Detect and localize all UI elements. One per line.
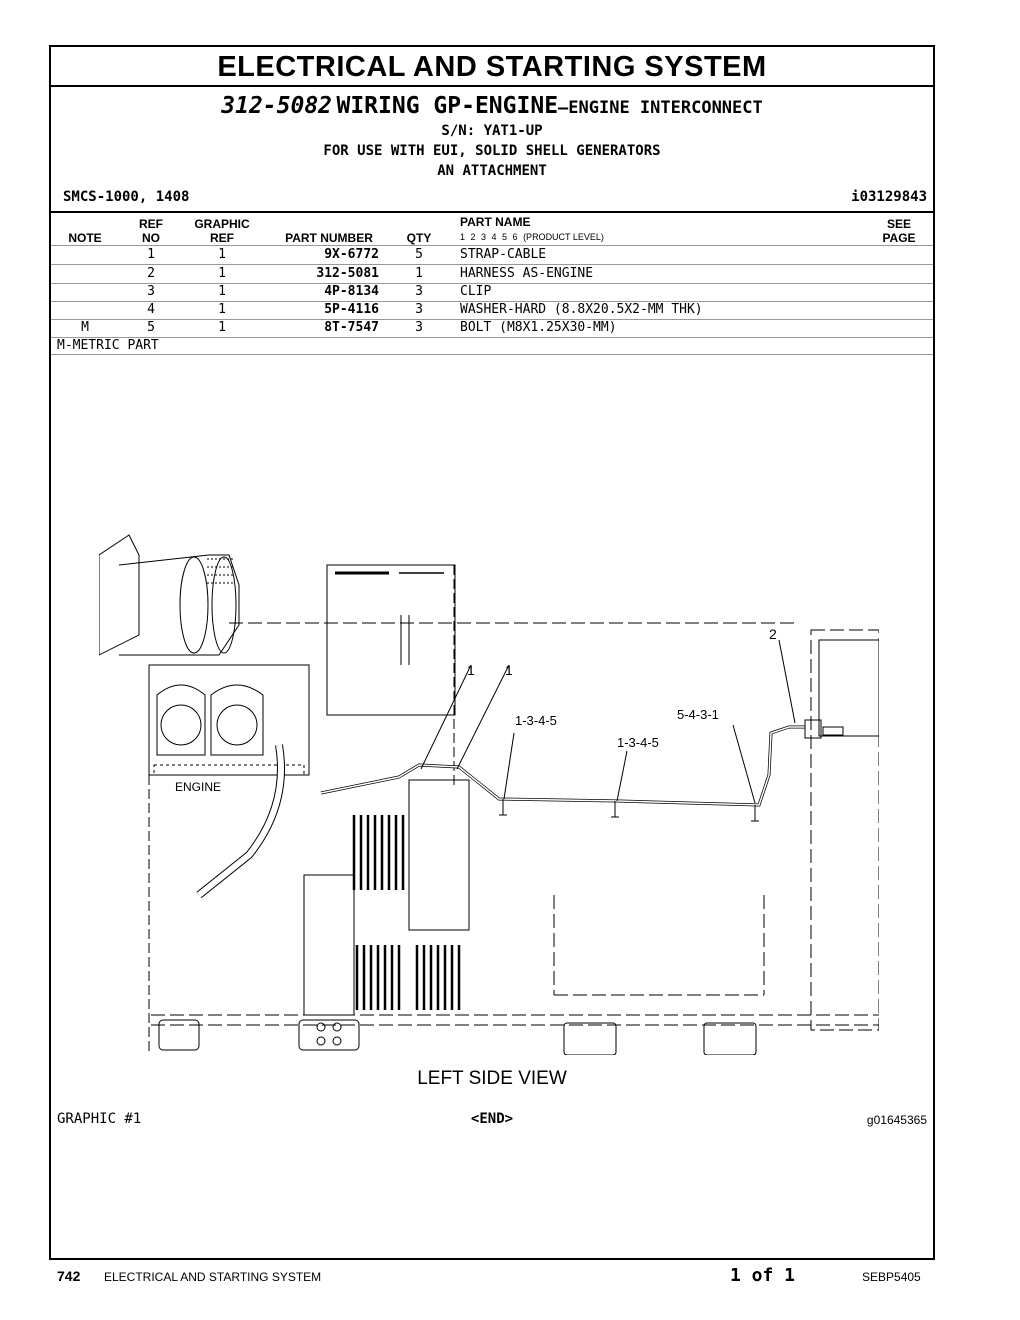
wiring-diagram: 1 1 2 1-3-4-5 1-3-4-5 5-4-3-1 ENGINE [99, 534, 879, 1055]
col-header-see-page-bottom: PAGE [882, 231, 916, 245]
smcs-code: SMCS-1000, 1408 [63, 189, 190, 205]
callout-harness: 2 [769, 626, 777, 642]
col-header-see-page-top: SEE [886, 217, 911, 231]
row-divider [51, 245, 933, 246]
row5-part-name: BOLT (M8X1.25X30-MM) [460, 320, 617, 335]
row2-part-name: HARNESS AS-ENGINE [460, 266, 594, 281]
metric-footnote: M-METRIC PART [57, 338, 159, 353]
product-level-header: 1 2 3 4 5 6 (PRODUCT LEVEL) [460, 232, 604, 242]
col-header-graphic-ref-bottom: REF [210, 231, 234, 245]
row5-part-number[interactable]: 8T-7547 [324, 320, 379, 335]
col-header-part-number: PART NUMBER [285, 231, 373, 245]
col-header-note: NOTE [68, 231, 102, 245]
group-heading: 312-5082 WIRING GP-ENGINE—ENGINE INTERCO… [51, 93, 933, 119]
row5-ref-no: 5 [147, 320, 155, 335]
row5-qty: 3 [415, 320, 423, 335]
row2-part-number[interactable]: 312-5081 [316, 266, 379, 281]
callout-clip-b: 1-3-4-5 [617, 735, 659, 750]
group-part-number: 312-5082 [221, 93, 333, 119]
row1-qty: 5 [415, 247, 423, 262]
row3-graphic-ref: 1 [218, 284, 226, 299]
col-header-part-name: PART NAME [460, 215, 531, 229]
title-divider [51, 85, 933, 87]
row4-qty: 3 [415, 302, 423, 317]
end-marker: <END> [470, 1111, 514, 1127]
callout-clip-c: 5-4-3-1 [677, 707, 719, 722]
group-suffix: —ENGINE INTERCONNECT [558, 98, 763, 118]
footer-page-count: 1 of 1 [730, 1265, 796, 1286]
graphic-id: g01645365 [866, 1113, 927, 1127]
product-level-numbers: 1 2 3 4 5 6 [460, 232, 518, 242]
row2-graphic-ref: 1 [218, 266, 226, 281]
engine-label: ENGINE [175, 780, 221, 794]
section-title: ELECTRICAL AND STARTING SYSTEM [217, 51, 767, 83]
product-level-label: (PRODUCT LEVEL) [523, 232, 604, 242]
row-divider [51, 354, 933, 355]
footer-section: ELECTRICAL AND STARTING SYSTEM [104, 1270, 322, 1284]
serial-range: S/N: YAT1-UP [441, 123, 543, 139]
row1-part-number[interactable]: 9X-6772 [324, 247, 379, 262]
row4-part-name: WASHER-HARD (8.8X20.5X2-MM THK) [460, 302, 703, 317]
row-divider [51, 301, 933, 302]
row4-graphic-ref: 1 [218, 302, 226, 317]
group-name: WIRING GP-ENGINE [336, 93, 559, 119]
page-frame: ELECTRICAL AND STARTING SYSTEM 312-5082 … [49, 45, 935, 1260]
row5-note: M [81, 320, 89, 335]
row3-part-number[interactable]: 4P-8134 [324, 284, 379, 299]
row1-graphic-ref: 1 [218, 247, 226, 262]
col-header-graphic-ref-top: GRAPHIC [194, 217, 250, 231]
graphic-number: GRAPHIC #1 [57, 1111, 142, 1127]
callout-clip-a: 1-3-4-5 [515, 713, 557, 728]
attachment-note: AN ATTACHMENT [437, 163, 547, 179]
row-divider [51, 283, 933, 284]
row3-qty: 3 [415, 284, 423, 299]
row1-ref-no: 1 [147, 247, 155, 262]
row5-graphic-ref: 1 [218, 320, 226, 335]
row3-part-name: CLIP [460, 284, 492, 299]
view-label: LEFT SIDE VIEW [417, 1068, 567, 1089]
row1-part-name: STRAP-CABLE [460, 247, 547, 262]
callout-strap-cable-b: 1 [505, 662, 513, 678]
row4-part-number[interactable]: 5P-4116 [324, 302, 379, 317]
footer-document: SEBP5405 [862, 1270, 921, 1284]
col-header-qty: QTY [406, 231, 432, 245]
callout-strap-cable-a: 1 [467, 662, 475, 678]
col-header-ref-no-top: REF [139, 217, 163, 231]
header-divider [51, 211, 933, 213]
row2-ref-no: 2 [147, 266, 155, 281]
usage-note: FOR USE WITH EUI, SOLID SHELL GENERATORS [323, 143, 661, 159]
row2-qty: 1 [415, 266, 423, 281]
row4-ref-no: 4 [147, 302, 155, 317]
row-divider [51, 264, 933, 265]
row-divider [51, 337, 933, 338]
col-header-ref-no-bottom: NO [142, 231, 160, 245]
row-divider [51, 319, 933, 320]
document-id: i03129843 [851, 189, 927, 205]
footer-page-number: 742 [57, 1268, 81, 1284]
row3-ref-no: 3 [147, 284, 155, 299]
